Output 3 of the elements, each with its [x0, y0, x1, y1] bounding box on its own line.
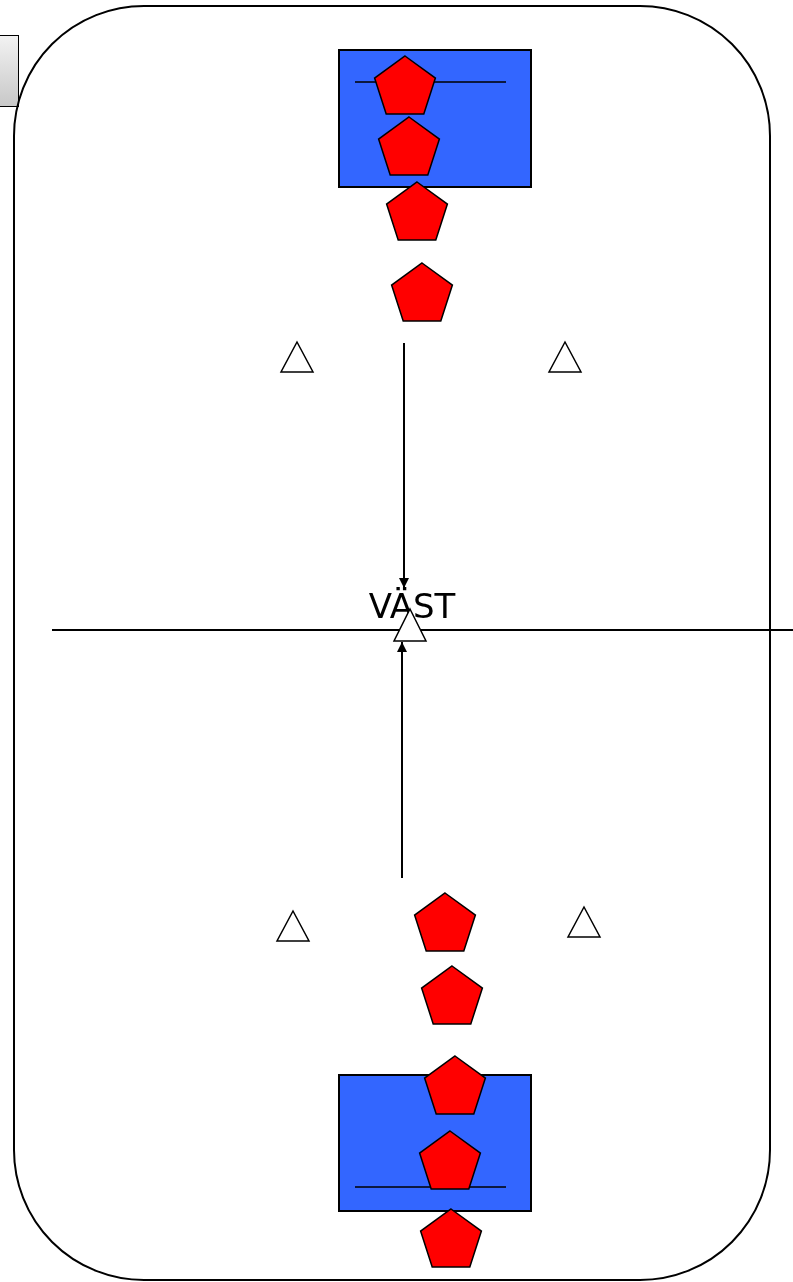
arrow — [397, 641, 407, 879]
arrow — [399, 342, 409, 589]
area-label: VÄST — [368, 589, 456, 623]
